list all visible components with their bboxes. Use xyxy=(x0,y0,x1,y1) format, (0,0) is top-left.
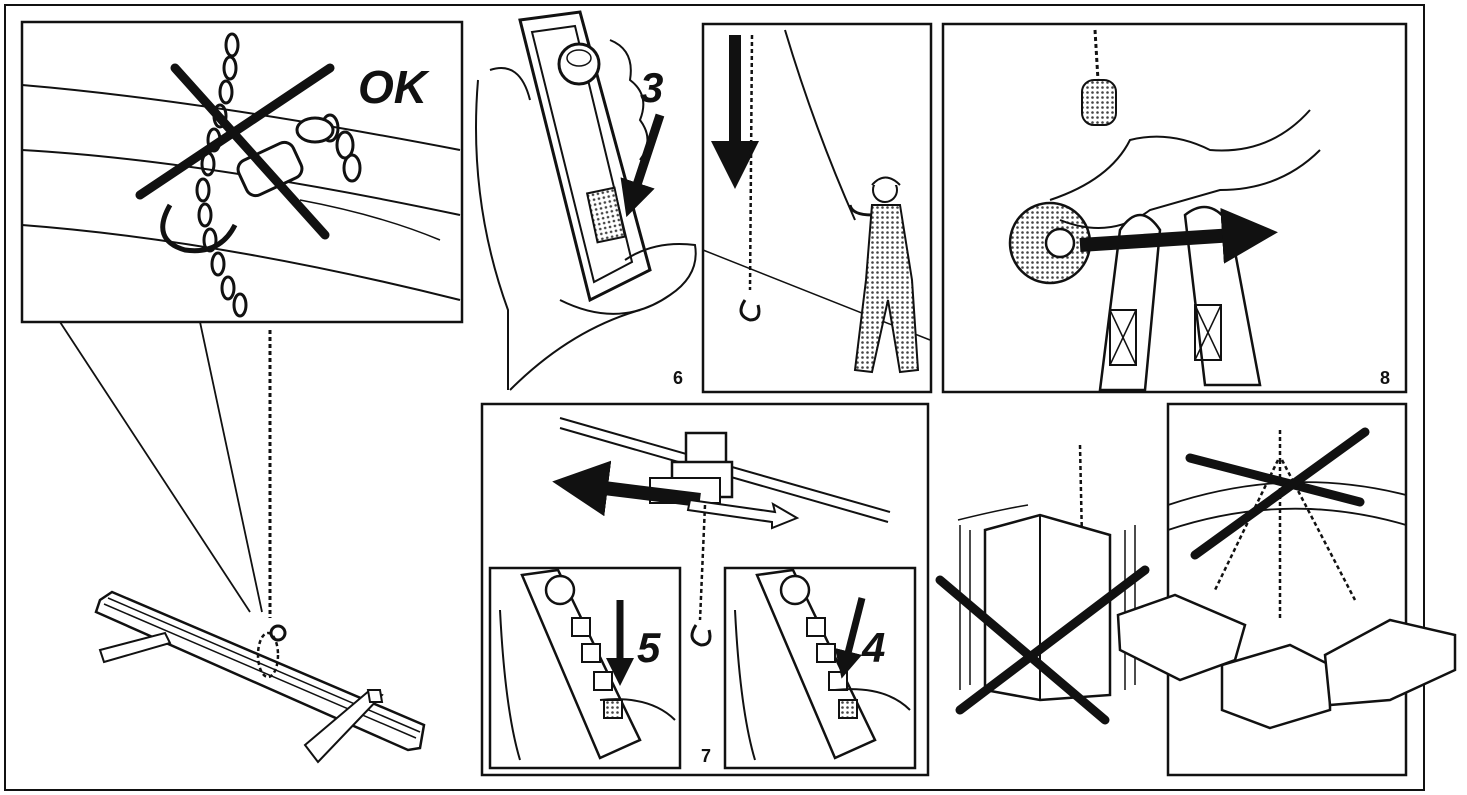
panel-6: 3 6 xyxy=(476,12,931,392)
operator-figure xyxy=(850,178,918,373)
step-3-label: 3 xyxy=(640,64,663,111)
step-4-label: 4 xyxy=(861,624,885,671)
panel-8-frame xyxy=(943,24,1406,392)
panel-8: 8 xyxy=(943,24,1406,392)
crossed-out-icon xyxy=(1190,432,1365,555)
figure-8-number: 8 xyxy=(1380,368,1390,388)
beam-on-trestles xyxy=(96,592,424,762)
ok-label: OK xyxy=(358,61,430,113)
figure-7-number: 7 xyxy=(701,746,711,766)
arrow-down-icon xyxy=(632,115,660,200)
step-5-label: 5 xyxy=(637,624,661,671)
panel-multiple-loads xyxy=(1118,404,1455,775)
panel-7: 5 7 4 xyxy=(482,404,928,775)
panel-beam-slinging: OK xyxy=(22,22,462,762)
figure-6-number: 6 xyxy=(673,368,683,388)
panel-swinging-load xyxy=(940,445,1145,720)
